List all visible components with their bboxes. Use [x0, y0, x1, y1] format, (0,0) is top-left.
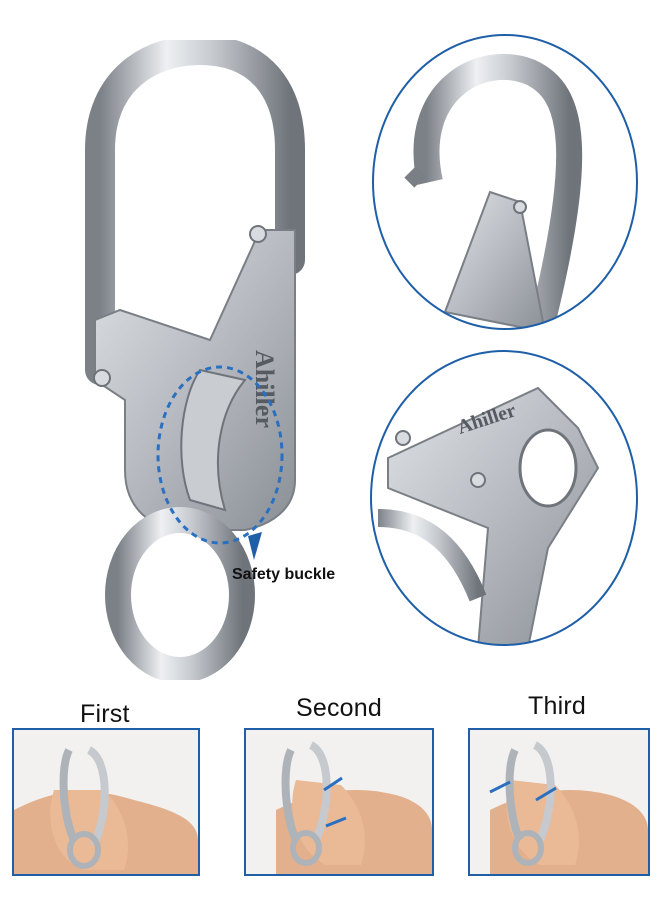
- pivot-pin-top: [249, 225, 267, 243]
- detail-circle-bottom-border: [370, 350, 638, 646]
- safety-buckle-label: Safety buckle: [232, 566, 336, 583]
- safety-latch: [180, 368, 247, 512]
- detail-circle-bottom: Ahiller: [370, 350, 638, 646]
- step-photo-third: [468, 728, 650, 876]
- detail-circle-top: [372, 34, 638, 330]
- callout-dashed-ellipse: [156, 365, 284, 545]
- step-photo-second: [244, 728, 434, 876]
- step-label-first: First: [80, 700, 130, 728]
- step-label-third: Third: [528, 692, 586, 720]
- safety-callout: [156, 365, 284, 560]
- step-photo-first: [12, 728, 200, 876]
- callout-pointer: [248, 532, 262, 560]
- pivot-pin-left: [93, 369, 111, 387]
- step-label-second: Second: [296, 694, 382, 722]
- hook-loop: [85, 40, 305, 385]
- detail-circle-top-border: [372, 34, 638, 330]
